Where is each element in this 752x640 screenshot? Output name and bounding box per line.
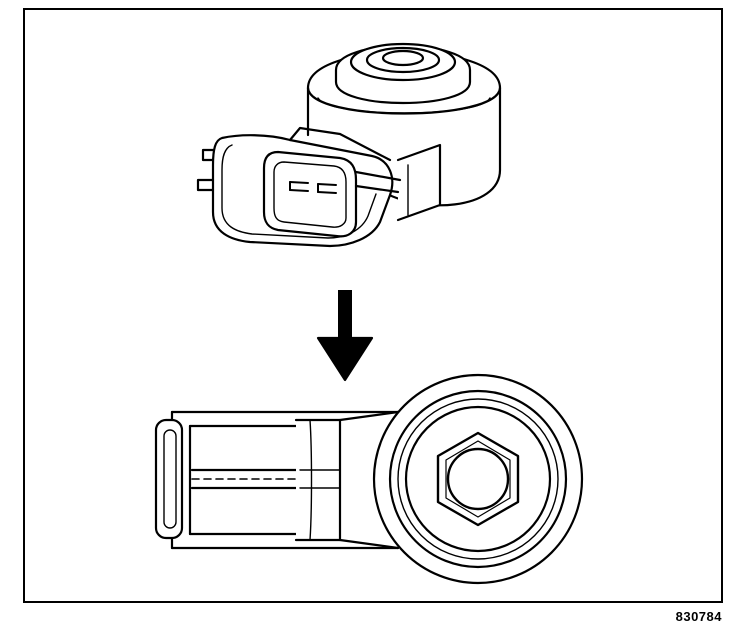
sensor-body bbox=[308, 44, 500, 205]
sensor-side-view bbox=[156, 375, 582, 583]
down-arrow-icon bbox=[318, 290, 372, 380]
hex-nut-end-view bbox=[374, 375, 582, 583]
connector-barrel bbox=[156, 412, 398, 548]
connector-housing bbox=[198, 128, 400, 246]
sensor-perspective-view bbox=[198, 44, 500, 246]
figure-id-label: 830784 bbox=[675, 609, 722, 624]
mounting-bracket bbox=[398, 145, 440, 220]
